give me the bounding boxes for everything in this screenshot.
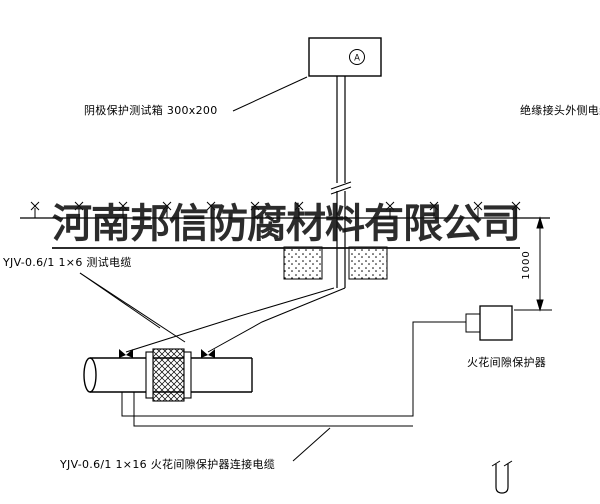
ground-mark-icon <box>511 201 521 218</box>
connection-cable-leader-line <box>292 427 331 462</box>
label-outer-cable: 绝缘接头外侧电缆 <box>520 104 600 117</box>
weld-point-icon <box>201 349 208 358</box>
ground-mark-icon <box>429 201 439 218</box>
pipeline <box>83 348 253 402</box>
protector-terminal <box>465 313 481 333</box>
weld-point-icon <box>208 349 215 358</box>
weld-point-icon <box>126 349 133 358</box>
ground-mark-icon <box>118 201 128 218</box>
ammeter-letter: A <box>354 54 360 64</box>
test-cable-line <box>125 287 335 353</box>
label-connection-cable: YJV-0.6/1 1×16 火花间隙保护器连接电缆 <box>60 458 276 471</box>
insulating-joint <box>152 348 185 402</box>
label-test-box: 阴极保护测试箱 300x200 <box>84 104 218 117</box>
dimension-1000 <box>514 216 552 312</box>
test-cable-line <box>207 287 346 353</box>
test-box: A <box>308 37 382 77</box>
ground-mark-icon <box>385 201 395 218</box>
pipe-riser-symbol <box>491 460 513 494</box>
ground-mark-icon <box>250 201 260 218</box>
concrete-blocks <box>283 246 388 280</box>
concrete-block-left <box>283 246 323 280</box>
cable-weld-points <box>119 349 215 358</box>
protector-circuit <box>121 321 468 462</box>
ground-mark-icon <box>74 201 84 218</box>
label-test-cable: YJV-0.6/1 1×6 测试电缆 <box>3 256 132 269</box>
label-spark-gap-protector: 火花间隙保护器 <box>467 356 547 369</box>
test-cable-leader-line <box>79 272 186 343</box>
ground-mark-icon <box>206 201 216 218</box>
concrete-block-right <box>348 246 388 280</box>
dimension-arrow-icon <box>536 216 544 229</box>
connection-cable-line <box>133 392 413 427</box>
break-mark <box>330 181 352 190</box>
pipe-end-cap <box>83 357 97 393</box>
ground-mark-icon <box>473 201 483 218</box>
ground-marks <box>30 201 521 218</box>
conduit <box>330 76 352 288</box>
ground-mark-icon <box>30 201 40 218</box>
flange-plate <box>145 351 154 399</box>
ground-mark-icon <box>294 201 304 218</box>
break-mark <box>330 186 352 195</box>
ammeter-circle-icon <box>349 49 365 65</box>
spark-gap-protector <box>465 305 513 341</box>
dimension-arrow-icon <box>536 299 544 312</box>
dimension-value: 1000 <box>521 250 532 280</box>
test-cables <box>79 272 346 353</box>
protector-body <box>479 305 513 341</box>
weld-point-icon <box>119 349 126 358</box>
connection-cable-line <box>121 321 468 417</box>
flange-plate <box>183 351 192 399</box>
company-watermark: 河南邦信防腐材料有限公司 <box>52 200 521 249</box>
ground-mark-icon <box>162 201 172 218</box>
test-box-leader-line <box>232 76 308 112</box>
